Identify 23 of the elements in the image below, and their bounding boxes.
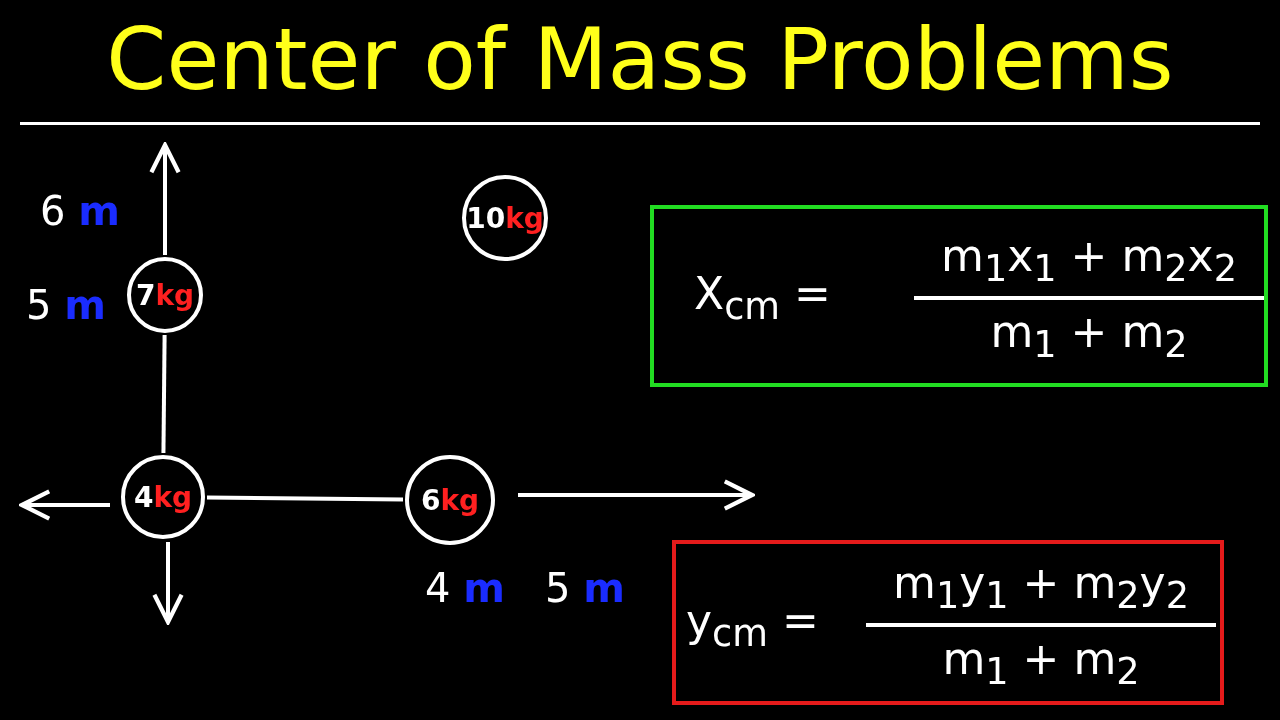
denominator: m$_{1}$ + m$_{2}$ bbox=[941, 632, 1141, 693]
distance-label: 6 m bbox=[40, 188, 120, 234]
denominator: m$_{1}$ + m$_{2}$ bbox=[989, 306, 1189, 366]
distance-label: 5 m bbox=[545, 565, 625, 611]
mass-label: 6kg bbox=[420, 483, 480, 517]
mass-label: 7kg bbox=[135, 278, 195, 312]
title: Center of Mass Problems bbox=[105, 8, 1175, 111]
mass-circle bbox=[127, 257, 203, 333]
formula-lhs: X$_{cm}$ = bbox=[694, 268, 831, 328]
mass-circle bbox=[462, 175, 548, 261]
axis-line bbox=[206, 495, 404, 502]
mass-label: 10kg bbox=[466, 201, 544, 235]
mass-label: 4kg bbox=[133, 480, 193, 514]
mass-circle bbox=[121, 455, 205, 539]
mass-circle bbox=[405, 455, 495, 545]
distance-label: 4 m bbox=[425, 565, 505, 611]
distance-label: 5 m bbox=[26, 282, 106, 328]
formula-lhs: y$_{cm}$ = bbox=[686, 594, 819, 655]
numerator: m$_{1}$y$_{1}$ + m$_{2}$y$_{2}$ bbox=[892, 556, 1190, 617]
formula-box bbox=[672, 540, 1224, 705]
formula-box bbox=[650, 205, 1268, 387]
axis-line bbox=[161, 334, 167, 453]
numerator: m$_{1}$x$_{1}$ + m$_{2}$x$_{2}$ bbox=[940, 230, 1238, 290]
